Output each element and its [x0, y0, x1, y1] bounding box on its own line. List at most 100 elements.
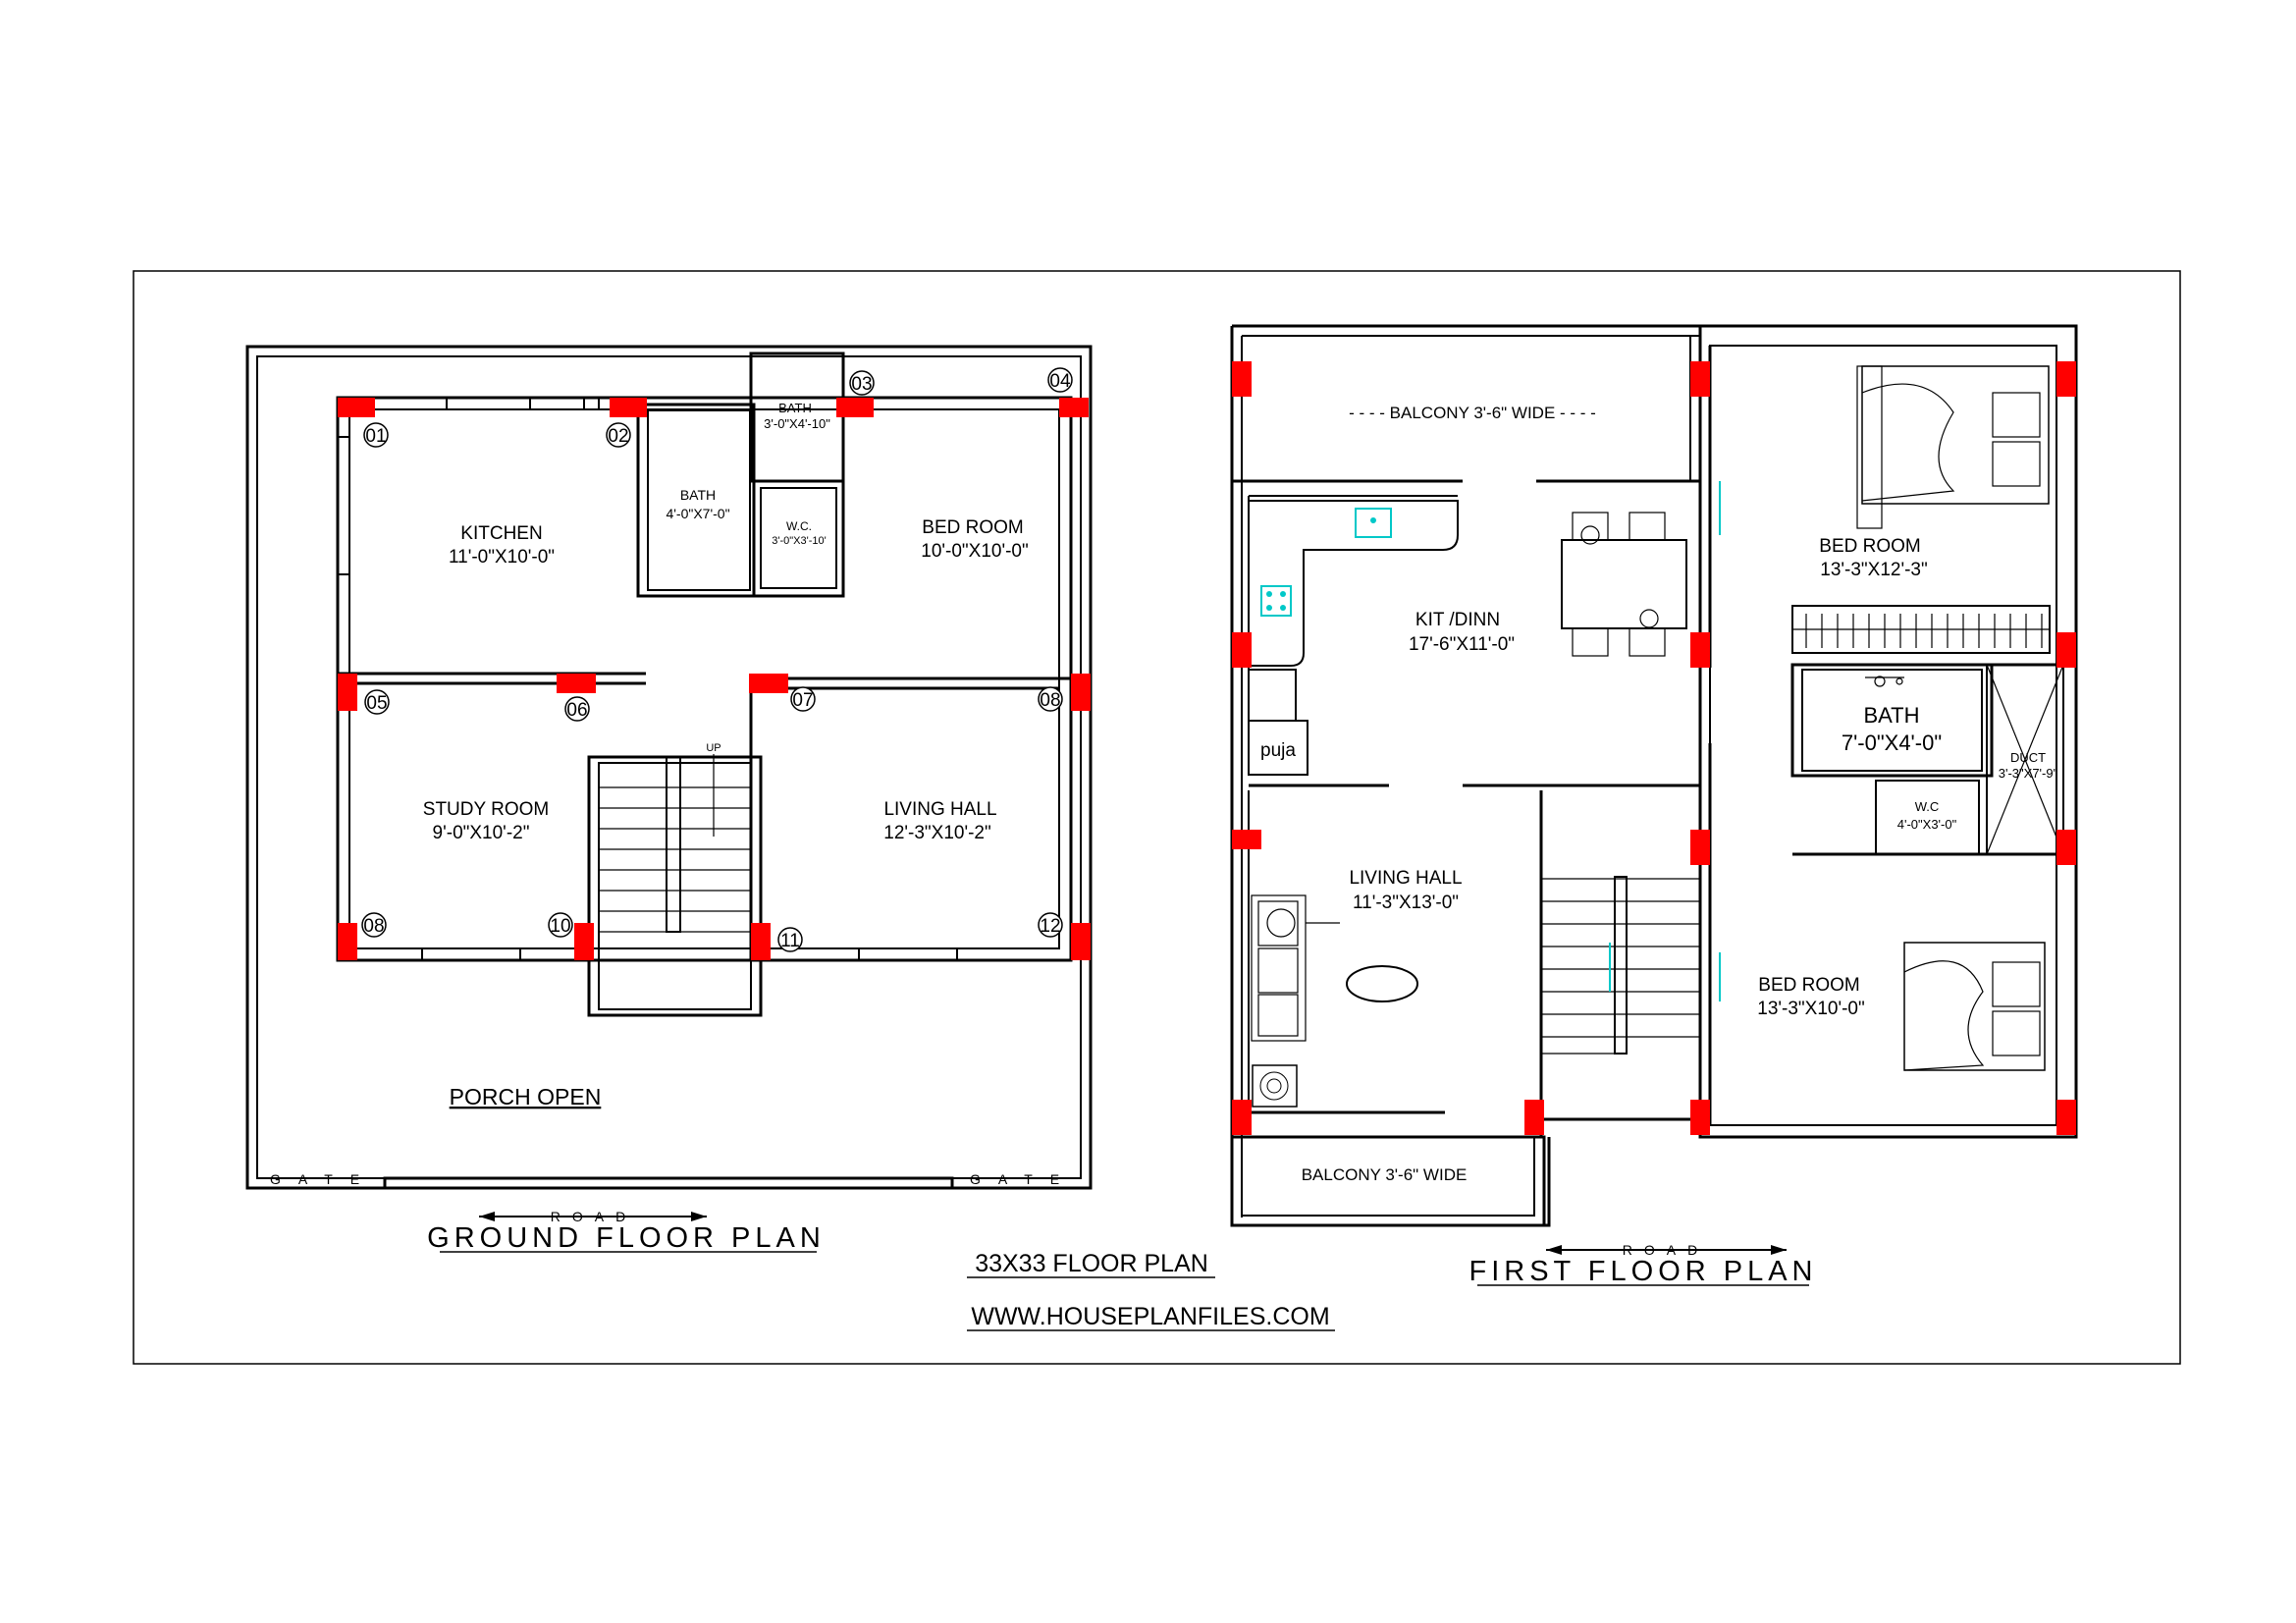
gf-bath-small-size: 3'-0"X4'-10"	[764, 416, 830, 431]
ff-kitchen-left-wall	[1248, 495, 1458, 771]
gf-porch-label: PORCH OPEN	[450, 1084, 602, 1109]
col-num-08: 08	[1038, 686, 1063, 712]
gf-road-label: ROAD	[551, 1209, 637, 1224]
svg-text:06: 06	[566, 700, 587, 721]
ff-stair-treads	[1541, 878, 1700, 1055]
gf-bath-main-inner	[647, 409, 751, 591]
dining-chairs-icon	[1572, 512, 1666, 657]
sofa-icon	[1251, 894, 1340, 1042]
svg-text:03: 03	[851, 374, 872, 395]
svg-text:02: 02	[608, 426, 628, 447]
ff-main-block-inner	[1709, 345, 2057, 1126]
gf-plan-title: GROUND FLOOR PLAN	[427, 1222, 826, 1254]
gf-compound-wall	[245, 345, 1093, 1190]
bed-bottom-icon	[1903, 942, 2046, 1071]
ff-puja-shelf	[1248, 669, 1297, 722]
ff-bath-size: 7'-0"X4'-0"	[1842, 730, 1942, 755]
ff-balcony-bottom-label: BALCONY 3'-6" WIDE	[1302, 1165, 1468, 1184]
ff-road-label: ROAD	[1623, 1242, 1709, 1258]
col-num-03: 03	[849, 370, 875, 396]
gf-wc-wall	[752, 479, 845, 598]
sink-icon	[1355, 508, 1392, 538]
col-num-04: 04	[1047, 367, 1073, 393]
gf-stair-well	[587, 755, 763, 1017]
ff-bed1-size: 13'-3"X12'-3"	[1820, 560, 1927, 580]
gf-gate-right: GATE	[970, 1171, 1077, 1187]
ff-duct-cross-b	[1986, 664, 2064, 855]
gf-road-arrow	[479, 1212, 707, 1221]
gf-compound-wall-inner	[256, 355, 1082, 1179]
gf-bath-main-size: 4'-0"X7'-0"	[666, 506, 729, 521]
gf-kitchen-name: KITCHEN	[460, 523, 542, 544]
sink-drain-icon	[1370, 517, 1376, 523]
sheet-border	[133, 270, 2181, 1365]
gf-wc-name: W.C.	[786, 519, 812, 533]
col-num-05: 05	[364, 689, 390, 715]
gf-wc-size: 3'-0"X3'-10'	[772, 535, 826, 547]
col-num-07: 07	[790, 686, 816, 712]
gf-stair-up-label: UP	[706, 742, 721, 754]
ground-floor-plan: 01 02 03 04 05 06 07 08 08 10 11 12 KITC…	[245, 345, 1093, 1254]
ff-duct-size: 3'-3"X7'-9"	[1999, 766, 2058, 781]
gf-bath-small-name: BATH	[778, 401, 812, 415]
ff-balcony-top-label: - - - - BALCONY 3'-6" WIDE - - - -	[1349, 404, 1596, 422]
gf-columns	[338, 398, 1091, 960]
rug-icon	[1252, 1064, 1298, 1108]
col-num-12: 12	[1038, 912, 1063, 938]
ff-bath-wall	[1790, 663, 1994, 778]
svg-text:08: 08	[363, 916, 384, 937]
ff-plan-title: FIRST FLOOR PLAN	[1468, 1256, 1817, 1287]
gf-bedroom-size: 10'-0"X10'-0"	[921, 541, 1028, 562]
col-num-10: 10	[548, 912, 573, 938]
ff-road-arrow	[1546, 1245, 1787, 1255]
ff-columns	[1232, 361, 2076, 1135]
svg-text:10: 10	[550, 916, 570, 937]
ff-door-marks	[1609, 481, 1721, 1001]
svg-text:08: 08	[1040, 690, 1060, 711]
svg-text:05: 05	[366, 693, 387, 714]
gf-bedroom-name: BED ROOM	[922, 517, 1023, 538]
website-label: WWW.HOUSEPLANFILES.COM	[971, 1303, 1329, 1330]
ff-bed1-name: BED ROOM	[1819, 536, 1920, 557]
gf-wc-inner	[760, 487, 837, 589]
gf-stair-center-rail	[666, 756, 681, 933]
shower-icon	[1865, 676, 1904, 687]
gf-study-name: STUDY ROOM	[423, 799, 549, 820]
ff-living-name: LIVING HALL	[1349, 868, 1462, 889]
gf-windows	[337, 397, 958, 961]
gf-gate-left: GATE	[270, 1171, 377, 1187]
svg-text:04: 04	[1049, 371, 1071, 392]
ff-kitdinn-size: 17'-6"X11'-0"	[1409, 634, 1515, 655]
gf-bath-main-name: BATH	[680, 487, 716, 503]
svg-text:07: 07	[792, 690, 813, 711]
gf-study-size: 9'-0"X10'-2"	[433, 823, 530, 843]
stove-burners-icon	[1266, 591, 1286, 611]
coffee-table-icon	[1346, 965, 1418, 1002]
dining-table-icon	[1561, 539, 1687, 629]
ff-puja-label: puja	[1260, 740, 1296, 761]
ff-wc-name: W.C	[1915, 799, 1940, 814]
col-num-01: 01	[363, 422, 389, 448]
ff-kitdinn-name: KIT /DINN	[1415, 610, 1500, 630]
svg-text:11: 11	[780, 931, 800, 951]
gf-stair-inner	[598, 762, 752, 1010]
col-num-11: 11	[777, 927, 803, 952]
ff-bath-inner	[1801, 669, 1983, 772]
ff-living-size: 11'-3"X13'-0"	[1353, 893, 1459, 913]
gf-gate-line	[383, 1176, 954, 1190]
sheet-title: 33X33 FLOOR PLAN	[975, 1250, 1208, 1277]
bed-top-icon	[1856, 365, 2050, 529]
svg-text:01: 01	[365, 426, 386, 447]
gf-column-numbers: 01 02 03 04 05 06 07 08 08 10 11 12	[361, 367, 1073, 952]
ff-kitchen-counter	[1249, 500, 1459, 667]
ff-bed2-name: BED ROOM	[1758, 975, 1859, 996]
ff-stair-center-rail	[1614, 876, 1628, 1055]
first-floor-plan: - - - - BALCONY 3'-6" WIDE - - - - KIT /…	[1230, 324, 2078, 1287]
ff-duct-name: DUCT	[2010, 750, 2046, 765]
col-num-02: 02	[606, 422, 631, 448]
col-num-06: 06	[564, 696, 590, 722]
ff-bed2-size: 13'-3"X10'-0"	[1757, 999, 1864, 1019]
svg-text:12: 12	[1040, 916, 1060, 937]
gf-kitchen-size: 11'-0"X10'-0"	[449, 547, 555, 568]
